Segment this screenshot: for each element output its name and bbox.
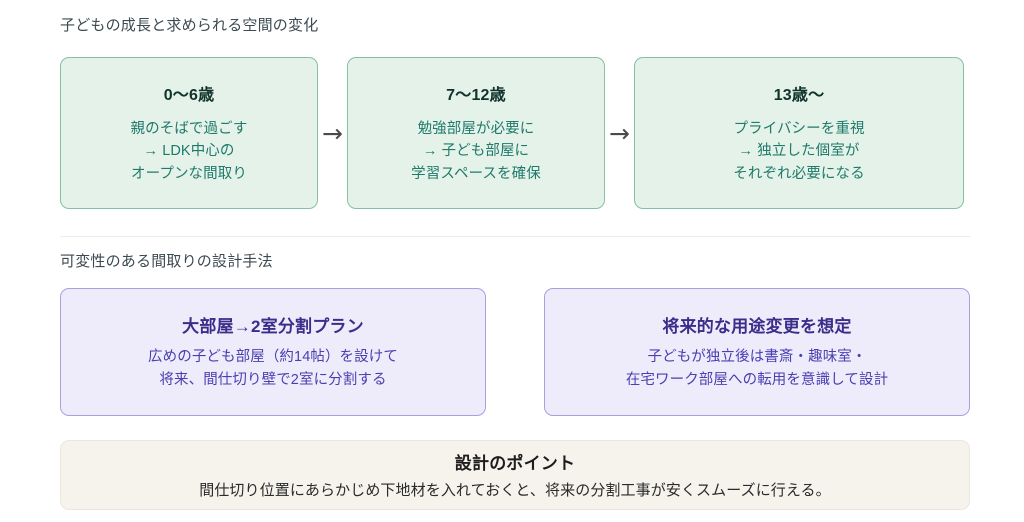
- stage-card-0-6-body: 親のそばで過ごす → LDK中心の オープンな間取り: [131, 118, 248, 185]
- stage-card-13-plus-line-2: → 独立した個室が: [738, 143, 860, 160]
- growth-stage-row: 0〜6歳 親のそばで過ごす → LDK中心の オープンな間取り → 7〜12歳 …: [60, 57, 964, 209]
- design-point-heading: 設計のポイント: [454, 454, 576, 473]
- stage-card-7-12: 7〜12歳 勉強部屋が必要に → 子ども部屋に 学習スペースを確保: [347, 57, 605, 209]
- stage-card-7-12-line-1: 勉強部屋が必要に: [417, 120, 535, 137]
- method-card-row: 大部屋→2室分割プラン 広めの子ども部屋（約14帖）を設けて 将来、間仕切り壁で…: [60, 288, 970, 416]
- section-title-growth-stages: 子どもの成長と求められる空間の変化: [60, 17, 319, 34]
- arrow-right-icon-2: →: [609, 118, 630, 148]
- method-card-future-use: 将来的な用途変更を想定 子どもが独立後は書斎・趣味室・ 在宅ワーク部屋への転用を…: [544, 288, 970, 416]
- stage-card-13-plus-heading: 13歳〜: [773, 86, 825, 104]
- method-card-future-use-line-2: 在宅ワーク部屋への転用を意識して設計: [625, 372, 889, 388]
- stage-card-0-6-line-3: オープンな間取り: [131, 165, 247, 182]
- stage-card-7-12-heading: 7〜12歳: [446, 86, 506, 104]
- stage-card-7-12-body: 勉強部屋が必要に → 子ども部屋に 学習スペースを確保: [411, 118, 541, 185]
- method-card-split-plan: 大部屋→2室分割プラン 広めの子ども部屋（約14帖）を設けて 将来、間仕切り壁で…: [60, 288, 486, 416]
- design-point-card: 設計のポイント 間仕切り位置にあらかじめ下地材を入れておくと、将来の分割工事が安…: [60, 440, 970, 510]
- stage-card-13-plus-line-3: それぞれ必要になる: [733, 165, 865, 182]
- stage-card-0-6-heading: 0〜6歳: [163, 86, 215, 104]
- stage-card-0-6-line-1: 親のそばで過ごす: [130, 120, 248, 137]
- method-card-split-plan-line-1: 広めの子ども部屋（約14帖）を設けて: [148, 348, 398, 365]
- stage-card-0-6-line-2: → LDK中心の: [143, 143, 235, 160]
- stage-card-7-12-line-3: 学習スペースを確保: [411, 165, 541, 182]
- stage-card-13-plus-line-1: プライバシーを重視: [733, 120, 865, 137]
- method-card-future-use-line-1: 子どもが独立後は書斎・趣味室・: [647, 348, 867, 365]
- section-title-flexible-methods: 可変性のある間取りの設計手法: [60, 253, 273, 270]
- method-card-split-plan-line-2: 将来、間仕切り壁で2室に分割する: [159, 372, 387, 388]
- stage-card-7-12-line-2: → 子ども部屋に: [422, 143, 530, 160]
- design-point-body: 間仕切り位置にあらかじめ下地材を入れておくと、将来の分割工事が安くスムーズに行え…: [199, 482, 831, 499]
- stage-card-13-plus-body: プライバシーを重視 → 独立した個室が それぞれ必要になる: [733, 118, 864, 185]
- method-card-future-use-heading: 将来的な用途変更を想定: [662, 316, 852, 336]
- stage-card-0-6: 0〜6歳 親のそばで過ごす → LDK中心の オープンな間取り: [60, 57, 318, 209]
- arrow-right-icon-1: →: [322, 118, 343, 148]
- section-divider: [60, 236, 970, 237]
- stage-card-13-plus: 13歳〜 プライバシーを重視 → 独立した個室が それぞれ必要になる: [634, 57, 964, 209]
- method-card-split-plan-body: 広めの子ども部屋（約14帖）を設けて 将来、間仕切り壁で2室に分割する: [148, 346, 398, 392]
- method-card-future-use-body: 子どもが独立後は書斎・趣味室・ 在宅ワーク部屋への転用を意識して設計: [626, 346, 888, 392]
- method-card-split-plan-heading: 大部屋→2室分割プラン: [182, 316, 364, 336]
